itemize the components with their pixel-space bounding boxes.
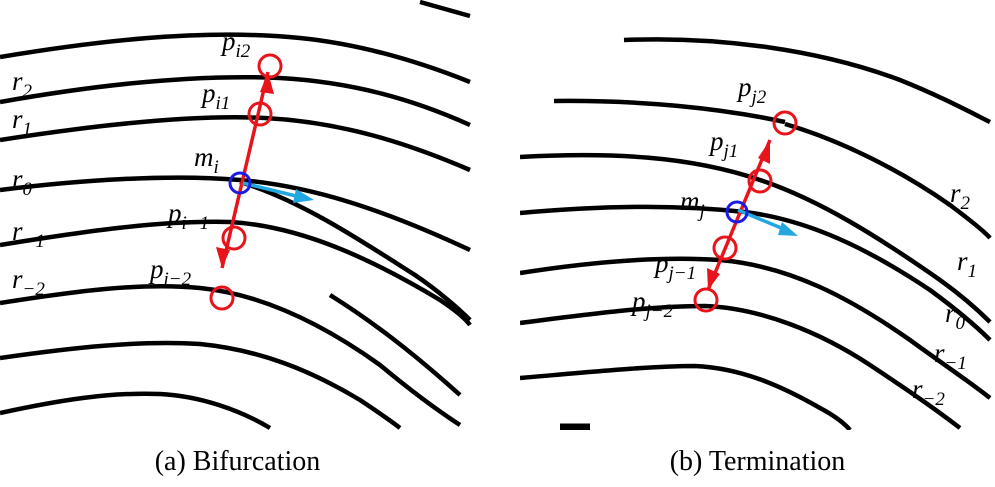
ridge-line: [0, 391, 272, 430]
ridge-line: [328, 293, 462, 397]
termination-panel: r2 r1 r0 r−1 r−2 pj2 pj1 mj pj−1 pj−2: [520, 0, 995, 430]
ridge-line: [0, 114, 471, 173]
point-marker: [221, 225, 247, 251]
arrow-head-up: [758, 140, 770, 164]
minutia-marker: [725, 200, 749, 224]
point-marker: [747, 168, 773, 194]
ridge-line: [0, 340, 402, 430]
caption-bifurcation: (a) Bifurcation: [154, 446, 321, 477]
ridge-label: r−1: [12, 216, 45, 252]
point-markers: [693, 110, 798, 313]
ridge-line: [0, 32, 471, 85]
point-label: pj1: [708, 126, 738, 162]
normal-arrow: [216, 71, 274, 269]
ridge-line: [0, 283, 462, 427]
point-label: pi−2: [148, 254, 192, 290]
ridge-lines: [0, 0, 472, 430]
termination-diagram: r2 r1 r0 r−1 r−2 pj2 pj1 mj pj−1 pj−2: [520, 37, 992, 430]
point-marker: [247, 101, 273, 127]
point-label: pj2: [736, 72, 767, 108]
normal-arrow: [706, 139, 772, 291]
minutia-marker: [228, 171, 252, 195]
ridge-label: r−2: [912, 374, 945, 410]
direction-arrow-head: [293, 189, 314, 203]
ridge-line: [520, 152, 992, 324]
ridge-line: [784, 121, 992, 240]
point-label: pi1: [200, 78, 230, 114]
point-marker: [257, 53, 283, 79]
ridge-label: r1: [12, 104, 32, 140]
ridge-label: r0: [945, 298, 966, 334]
ridge-label: r2: [950, 178, 971, 214]
direction-arrow-head: [778, 222, 798, 236]
bifurcation-diagram: r2 r1 r0 r−1 r−2 pi2 pi1 mi pi−1 pi−2: [0, 0, 472, 430]
point-marker: [209, 285, 235, 311]
ridge-line: [623, 37, 992, 125]
ridge-label: r−1: [934, 338, 967, 374]
ridge-line: [0, 74, 471, 128]
point-marker: [693, 287, 719, 313]
caption-termination: (b) Termination: [669, 446, 846, 477]
ridge-line: [520, 256, 992, 400]
ridge-lines: [520, 37, 992, 430]
arrow-head-down: [707, 268, 720, 290]
ridge-label: r2: [12, 66, 33, 102]
ridge-line: [520, 303, 962, 430]
point-label: pj−2: [630, 286, 674, 322]
ridge-label: r−2: [12, 264, 45, 300]
point-label: mj: [680, 186, 705, 222]
ridge-line: [520, 363, 852, 430]
point-markers: [209, 53, 283, 311]
point-marker: [712, 235, 738, 261]
ridge-line: [553, 98, 786, 125]
arrow-head-down: [216, 247, 230, 268]
bifurcation-panel: r2 r1 r0 r−1 r−2 pi2 pi1 mi pi−1 pi−2: [0, 0, 475, 430]
arrow-head-up: [260, 72, 274, 94]
point-label: mi: [194, 142, 219, 178]
ridge-line: [239, 179, 472, 322]
point-label: pi−1: [166, 198, 209, 234]
point-label: pi2: [220, 26, 251, 62]
ridge-line: [419, 0, 471, 19]
direction-arrow: [242, 181, 314, 203]
ridge-line: [0, 175, 471, 253]
point-label: pj−1: [653, 248, 696, 284]
ridge-line: [0, 219, 472, 327]
point-marker: [772, 110, 798, 136]
ridge-label: r0: [12, 164, 33, 200]
ridge-label: r1: [957, 246, 977, 282]
ridge-line: [520, 204, 992, 342]
